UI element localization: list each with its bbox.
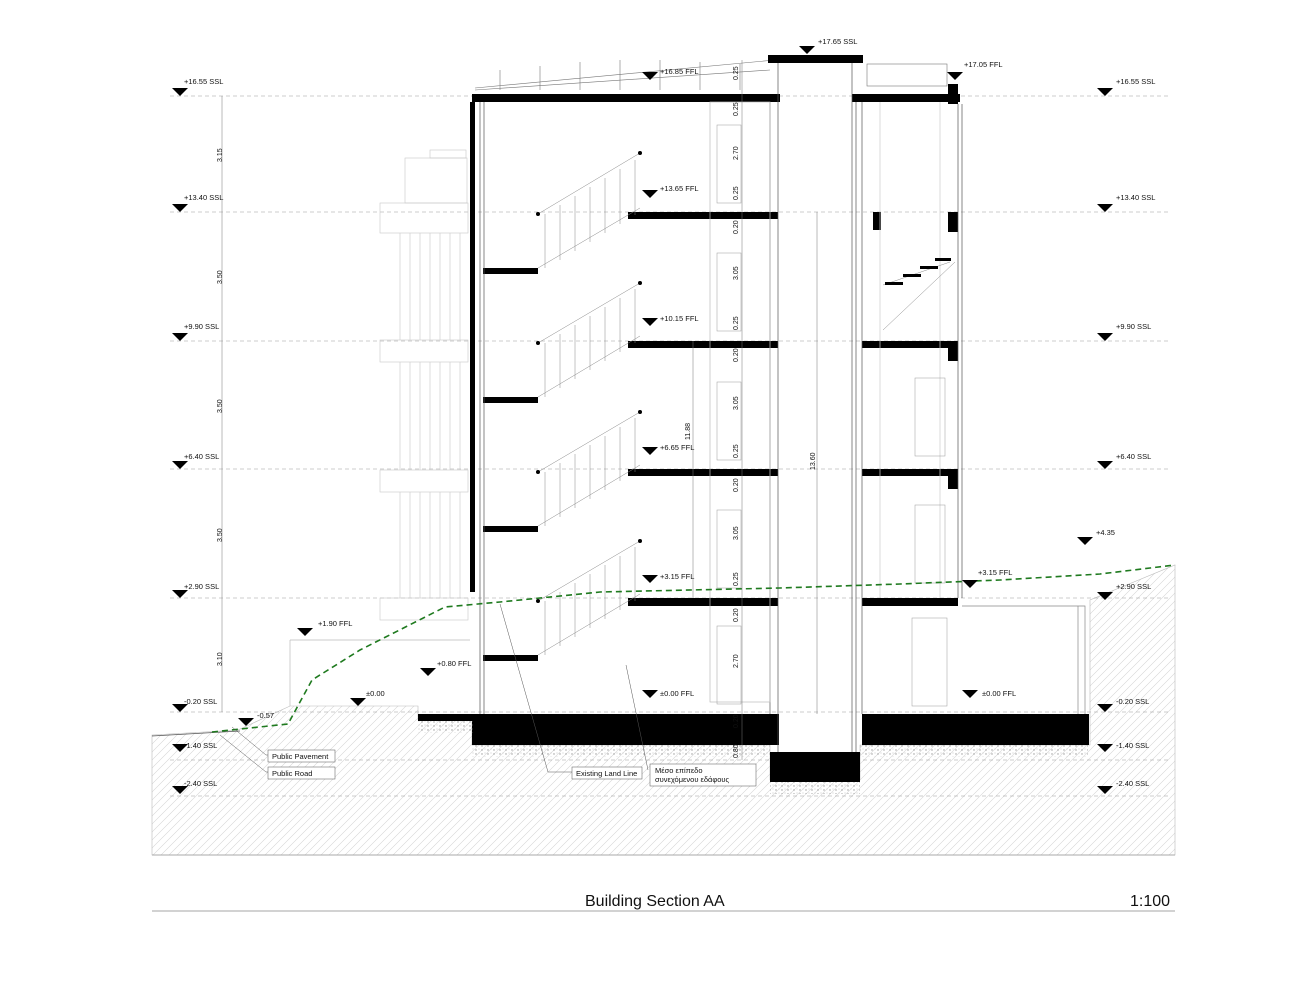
label-2-90-left: +2.90 SSL xyxy=(184,582,219,591)
label-13-40-left: +13.40 SSL xyxy=(184,193,223,202)
doors xyxy=(716,124,948,707)
ground-hatch xyxy=(151,564,1176,856)
note-avg-ground-line2: συνεχόμενου εδάφους xyxy=(655,775,729,784)
stairs xyxy=(537,152,956,656)
label-m0-20-right: -0.20 SSL xyxy=(1116,697,1149,706)
dim-3-05-b: 3.05 xyxy=(733,396,740,410)
dim-0-25-a: 0.25 xyxy=(733,66,740,80)
walls-thin xyxy=(289,63,1086,752)
dim-2-70-a: 2.70 xyxy=(733,146,740,160)
level-markers xyxy=(172,46,1113,794)
label-m2-40-left: -2.40 SSL xyxy=(184,779,217,788)
label-m0-20-left: -0.20 SSL xyxy=(184,697,217,706)
dimension-lines xyxy=(221,60,818,760)
label-m1-40-right: -1.40 SSL xyxy=(1116,741,1149,750)
note-box-pavement xyxy=(267,749,336,763)
road-surface xyxy=(151,730,241,737)
dim-0-20-c: 0.20 xyxy=(733,478,740,492)
dim-3-05-c: 3.05 xyxy=(733,526,740,540)
gravel-layer xyxy=(418,721,1088,794)
label-4-35: +4.35 xyxy=(1096,528,1115,537)
stair-posts xyxy=(536,151,642,603)
dim-11-88: 11.88 xyxy=(685,423,692,440)
note-box-road xyxy=(267,766,336,780)
label-stair-top-ffl: +17.05 FFL xyxy=(964,60,1003,69)
dim-0-25-b: 0.25 xyxy=(733,102,740,116)
label-13-65-ffl: +13.65 FFL xyxy=(660,184,699,193)
dim-2-70-b: 2.70 xyxy=(733,654,740,668)
building-structure xyxy=(418,55,1089,782)
neighbor-facade xyxy=(379,149,469,621)
dim-3-05-a: 3.05 xyxy=(733,266,740,280)
label-roof-ffl: +16.85 FFL xyxy=(660,67,699,76)
dim-0-20-d: 0.20 xyxy=(733,608,740,622)
dim-3-50-b: 3.50 xyxy=(217,399,224,413)
label-0-00-ffl: ±0.00 FFL xyxy=(660,689,694,698)
dim-3-50-c: 3.50 xyxy=(217,528,224,542)
label-0-80-ffl: +0.80 FFL xyxy=(437,659,471,668)
dim-0-25-d: 0.25 xyxy=(733,316,740,330)
label-m2-40-right: -2.40 SSL xyxy=(1116,779,1149,788)
roof-rail xyxy=(474,59,948,91)
dim-3-10: 3.10 xyxy=(217,652,224,666)
dim-0-20-e: 0.20 xyxy=(733,714,740,728)
label-6-65-ffl: +6.65 FFL xyxy=(660,443,694,452)
dim-0-20-a: 0.20 xyxy=(733,220,740,234)
stair-treads-right xyxy=(885,258,951,285)
dim-3-50-a: 3.50 xyxy=(217,270,224,284)
label-13-40-right: +13.40 SSL xyxy=(1116,193,1155,202)
note-box-avg-ground xyxy=(649,763,757,787)
label-3-15-ffl-right: +3.15 FFL xyxy=(978,568,1012,577)
dim-3-15: 3.15 xyxy=(217,148,224,162)
label-10-15-ffl: +10.15 FFL xyxy=(660,314,699,323)
dim-0-25-f: 0.25 xyxy=(733,572,740,586)
dim-0-20-b: 0.20 xyxy=(733,348,740,362)
label-16-55-left: +16.55 SSL xyxy=(184,77,223,86)
label-m1-40-left: -1.40 SSL xyxy=(184,741,217,750)
label-0-00-ffl-right: ±0.00 FFL xyxy=(982,689,1016,698)
note-public-pavement: Public Pavement xyxy=(272,752,329,761)
label-1-90-ffl: +1.90 FFL xyxy=(318,619,352,628)
note-public-road: Public Road xyxy=(272,769,312,778)
dim-0-80: 0.80 xyxy=(733,744,740,758)
drawing-scale: 1:100 xyxy=(1130,893,1170,910)
label-6-40-right: +6.40 SSL xyxy=(1116,452,1151,461)
label-m0-57: -0.57 xyxy=(257,711,274,720)
dim-0-25-e: 0.25 xyxy=(733,444,740,458)
note-avg-ground-line1: Μέσο επίπεδο xyxy=(655,766,703,775)
label-0-00: ±0.00 xyxy=(366,689,385,698)
label-6-40-left: +6.40 SSL xyxy=(184,452,219,461)
label-top-ssl: +17.65 SSL xyxy=(818,37,857,46)
label-2-90-right: +2.90 SSL xyxy=(1116,582,1151,591)
label-3-15-ffl: +3.15 FFL xyxy=(660,572,694,581)
label-9-90-left: +9.90 SSL xyxy=(184,322,219,331)
dim-0-25-c: 0.25 xyxy=(733,186,740,200)
dim-13-60: 13.60 xyxy=(810,452,817,470)
note-existing-land-line: Existing Land Line xyxy=(576,769,637,778)
drawing-title: Building Section AA xyxy=(585,893,725,910)
label-9-90-right: +9.90 SSL xyxy=(1116,322,1151,331)
note-box-land-line xyxy=(571,766,643,780)
existing-land-line xyxy=(211,564,1176,733)
label-16-55-right: +16.55 SSL xyxy=(1116,77,1155,86)
